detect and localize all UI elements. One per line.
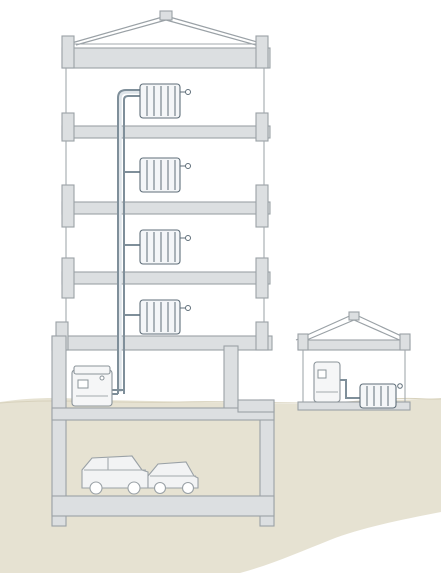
radiator-valve-icon: [186, 236, 191, 241]
roof-slab: [62, 48, 270, 68]
inner-wall: [224, 346, 238, 414]
radiator-valve-icon: [186, 90, 191, 95]
small-house: [296, 312, 410, 410]
radiator-valve-icon: [186, 164, 191, 169]
radiator-valve-icon: [186, 306, 191, 311]
floor-slab-2: [62, 202, 270, 214]
floor-slab-3: [62, 272, 270, 284]
boiler-icon: [72, 366, 112, 406]
radiator-floor-4: [140, 84, 191, 118]
basement-floor-slab: [52, 496, 274, 516]
house-chimney: [349, 312, 359, 320]
radiator-house: [360, 384, 402, 408]
radiator-floor-3: [140, 158, 191, 192]
boiler-icon: [314, 362, 340, 402]
floor-slab-ground: [52, 336, 272, 350]
radiator-valve-icon: [398, 384, 403, 389]
radiator-floor-1: [140, 300, 191, 334]
roof-chimney: [160, 11, 172, 20]
house-roof-slab: [298, 340, 410, 350]
radiator-floor-2: [140, 230, 191, 264]
floor-slab-1: [62, 126, 270, 138]
